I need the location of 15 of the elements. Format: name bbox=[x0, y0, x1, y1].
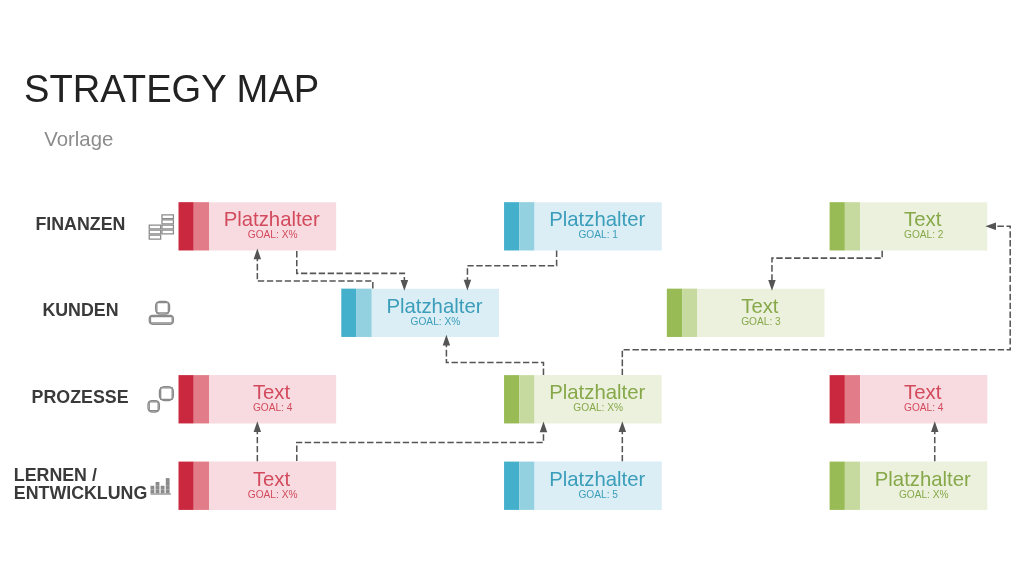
label: LERNEN / ENTWICKLUNG bbox=[13, 464, 148, 503]
arrow bbox=[621, 222, 1011, 376]
label: FINANZEN bbox=[35, 213, 126, 234]
arrow bbox=[618, 421, 627, 462]
diagram-title: STRATEGY MAP bbox=[23, 66, 320, 110]
label: KUNDEN bbox=[42, 300, 119, 321]
arrow bbox=[463, 249, 558, 291]
arrow bbox=[296, 421, 548, 462]
arrow bbox=[296, 250, 409, 291]
arrow bbox=[768, 249, 883, 291]
arrow bbox=[931, 421, 939, 462]
arrow bbox=[253, 421, 262, 462]
label: Vorlage bbox=[44, 127, 114, 150]
label: PROZESSE bbox=[31, 386, 129, 407]
arrow bbox=[253, 248, 374, 290]
